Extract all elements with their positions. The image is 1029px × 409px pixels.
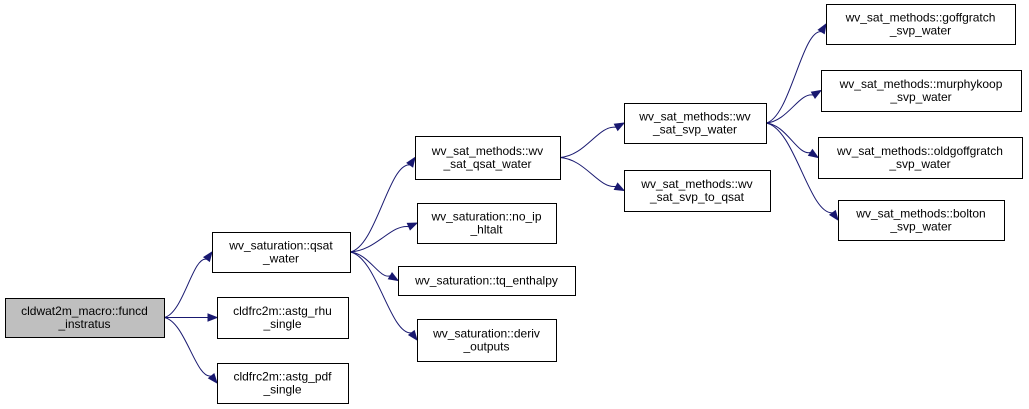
call-edge <box>163 250 213 318</box>
node-svptoqsat[interactable]: wv_sat_methods::wv_sat_svp_to_qsat <box>624 170 771 212</box>
node-qsat[interactable]: wv_saturation::qsat_water <box>212 232 351 273</box>
node-box <box>217 363 349 404</box>
node-label-line: _outputs <box>462 340 509 354</box>
call-edge-arrowhead <box>387 272 400 282</box>
call-edge <box>349 156 416 253</box>
call-edge-arrowhead <box>807 148 820 159</box>
node-label-line: wv_sat_methods::wv <box>431 144 543 158</box>
node-label-line: wv_saturation::qsat <box>228 239 333 253</box>
node-oldgoff[interactable]: wv_sat_methods::oldgoffgratch_svp_water <box>818 137 1023 179</box>
call-edge-line <box>349 251 412 334</box>
call-edge-arrowhead <box>406 222 419 231</box>
call-edge <box>349 251 400 282</box>
call-edge-line <box>765 31 822 124</box>
node-label-line: wv_sat_methods::goffgratch <box>845 11 996 25</box>
node-label-line: wv_saturation::no_ip <box>430 210 541 224</box>
call-edge-arrowhead <box>407 329 418 342</box>
call-edge-arrowhead <box>810 89 823 99</box>
node-box <box>415 136 561 180</box>
node-murphy[interactable]: wv_sat_methods::murphykoop_svp_water <box>821 70 1022 112</box>
node-label-line: _single <box>262 317 301 331</box>
node-noip[interactable]: wv_saturation::no_ip_hltalt <box>417 203 557 244</box>
call-graph-edges <box>163 22 839 385</box>
call-edge-line <box>163 317 212 377</box>
node-label-line: cldwat2m_macro::funcd <box>21 304 148 318</box>
call-edge-arrowhead <box>613 182 626 192</box>
node-tqenth[interactable]: wv_saturation::tq_enthalpy <box>398 266 576 296</box>
node-label-line: _svp_water <box>889 90 951 104</box>
node-box <box>217 297 349 339</box>
node-deriv[interactable]: wv_saturation::deriv_outputs <box>417 319 557 362</box>
node-label-line: _svp_water <box>889 24 951 38</box>
node-box <box>398 266 576 296</box>
call-edge <box>163 317 218 385</box>
call-edge-arrowhead <box>207 313 219 322</box>
call-edge <box>765 89 823 124</box>
call-edge-arrowhead <box>207 372 218 385</box>
call-edge-line <box>765 122 811 154</box>
call-edge <box>765 122 820 159</box>
call-edge-line <box>559 157 617 187</box>
call-edge-arrowhead <box>828 209 839 222</box>
call-edge-line <box>349 164 410 253</box>
node-label-line: _single <box>262 383 301 397</box>
node-box <box>624 103 767 144</box>
call-edge-line <box>765 94 814 124</box>
node-label-line: wv_sat_methods::murphykoop <box>839 77 1003 91</box>
node-box <box>624 170 771 212</box>
call-edge-line <box>163 258 207 318</box>
node-label-line: _hltalt <box>469 223 503 237</box>
call-edge-line <box>349 251 391 277</box>
node-box <box>818 137 1023 179</box>
call-edge <box>559 122 626 158</box>
node-box <box>838 200 1005 241</box>
node-box <box>417 319 557 362</box>
node-label-line: _instratus <box>57 317 110 331</box>
node-label-line: wv_sat_methods::oldgoffgratch <box>836 144 1003 158</box>
node-label-line: _svp_water <box>888 157 950 171</box>
node-wvqsat[interactable]: wv_sat_methods::wv_sat_qsat_water <box>415 136 561 180</box>
node-rhu[interactable]: cldfrc2m::astg_rhu_single <box>217 297 349 339</box>
node-label-line: _svp_water <box>889 220 951 234</box>
node-box <box>212 232 351 273</box>
node-bolton[interactable]: wv_sat_methods::bolton_svp_water <box>838 200 1005 241</box>
call-graph-nodes: cldwat2m_macro::funcd_instratuswv_satura… <box>5 4 1023 404</box>
node-label-line: _sat_svp_to_qsat <box>649 190 745 204</box>
call-edge <box>765 122 839 222</box>
node-label-line: wv_sat_methods::bolton <box>855 207 985 221</box>
call-edge-arrowhead <box>613 122 626 132</box>
node-funcd[interactable]: cldwat2m_macro::funcd_instratus <box>5 298 165 338</box>
node-label-line: _sat_qsat_water <box>442 157 531 171</box>
call-edge-line <box>765 122 833 214</box>
node-pdf[interactable]: cldfrc2m::astg_pdf_single <box>217 363 349 404</box>
node-label-line: wv_saturation::tq_enthalpy <box>414 274 558 288</box>
call-edge-line <box>559 126 617 158</box>
node-box <box>5 298 165 338</box>
call-edge-arrowhead <box>406 156 416 168</box>
node-label-line: wv_saturation::deriv <box>432 327 540 341</box>
node-label-line: wv_sat_methods::wv <box>640 177 752 191</box>
node-goff[interactable]: wv_sat_methods::goffgratch_svp_water <box>826 4 1016 45</box>
call-edge <box>559 157 626 192</box>
call-edge <box>349 222 419 253</box>
node-label-line: cldfrc2m::astg_pdf <box>233 370 332 384</box>
call-edge-line <box>349 226 409 253</box>
node-label-line: cldfrc2m::astg_rhu <box>233 304 332 318</box>
node-svpwater[interactable]: wv_sat_methods::wv_sat_svp_water <box>624 103 767 144</box>
node-box <box>821 70 1022 112</box>
node-label-line: _sat_svp_water <box>652 123 737 137</box>
node-label-line: wv_sat_methods::wv <box>638 110 750 124</box>
call-edge <box>765 22 827 124</box>
call-edge <box>164 313 219 322</box>
node-box <box>417 203 557 244</box>
node-box <box>826 4 1016 45</box>
call-edge <box>349 251 418 342</box>
node-label-line: _water <box>262 252 299 266</box>
call-edge-arrowhead <box>202 250 213 263</box>
call-edge-arrowhead <box>817 22 827 35</box>
